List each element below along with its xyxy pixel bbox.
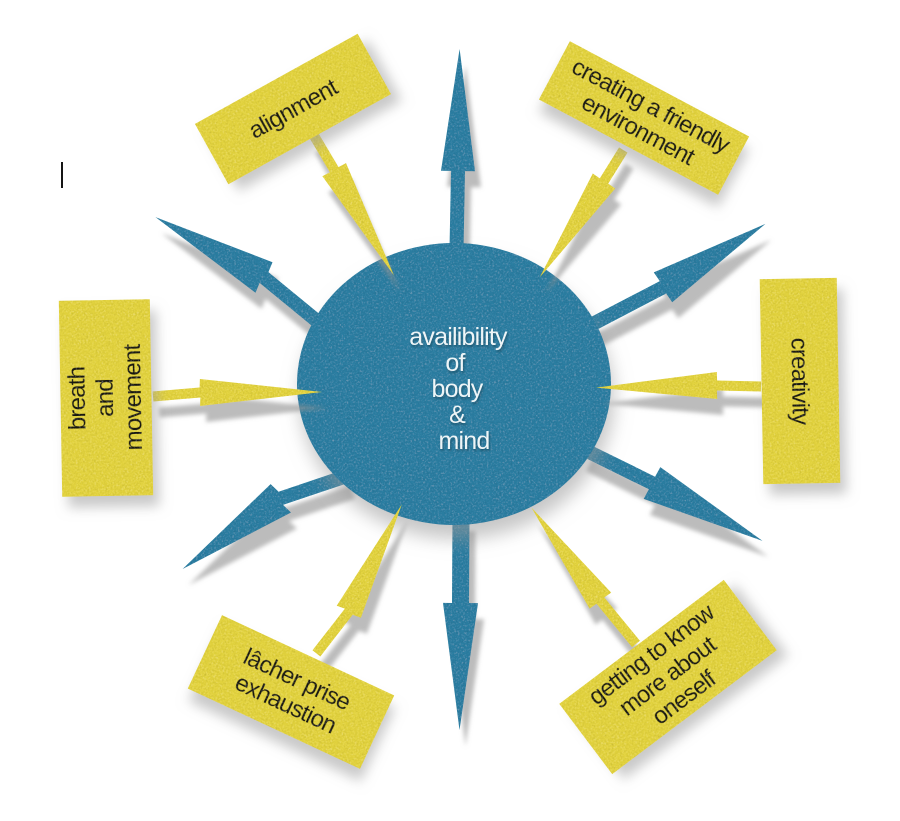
svg-text:and: and: [92, 379, 120, 417]
svg-text:mind: mind: [439, 427, 490, 455]
svg-text:body: body: [431, 375, 483, 403]
svg-text:availibility: availibility: [409, 323, 508, 351]
svg-text:of: of: [445, 349, 465, 377]
svg-text:&: &: [449, 401, 466, 429]
svg-text:creativity: creativity: [785, 337, 814, 425]
svg-text:breath: breath: [63, 367, 91, 431]
svg-text:movement: movement: [119, 343, 148, 450]
